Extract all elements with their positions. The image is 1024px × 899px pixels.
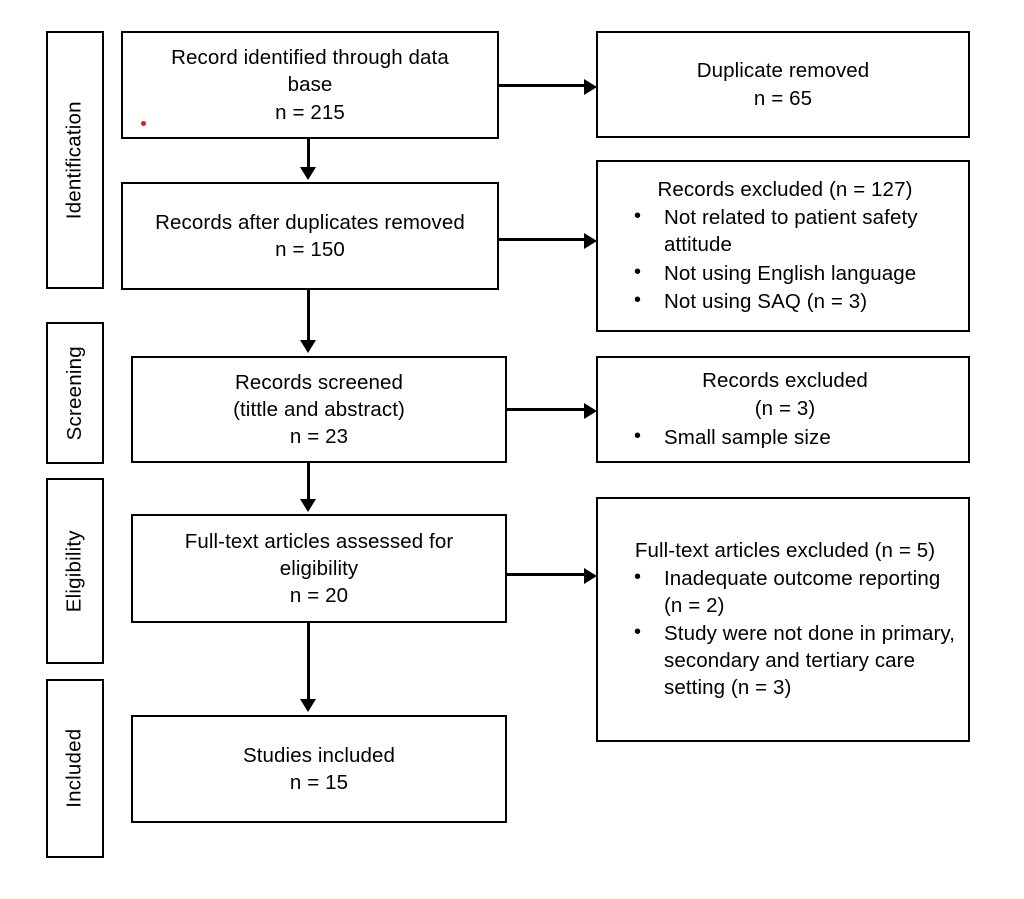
box-records-excluded-identification-list: Not related to patient safety attitude N… (612, 203, 958, 315)
stage-box-included: Included (46, 679, 104, 858)
connector-identified-to-duplicate-box-line (499, 84, 587, 87)
box-records-after-duplicates: Records after duplicates removed n = 150 (121, 182, 499, 290)
stage-label-included: Included (62, 728, 86, 809)
connector-screened-to-full-text-arrow (300, 499, 316, 512)
box-records-excluded-screening: Records excluded (n = 3) Small sample si… (596, 356, 970, 463)
box-records-after-duplicates-line-1: Records after duplicates removed (155, 210, 465, 234)
box-full-text-excluded-heading: Full-text articles excluded (n = 5) (634, 538, 936, 562)
box-full-text-excluded: Full-text articles excluded (n = 5) Inad… (596, 497, 970, 742)
connector-full-text-to-included-line (307, 623, 310, 701)
box-full-text-excluded-list: Inadequate outcome reporting (n = 2) Stu… (612, 564, 958, 702)
stage-box-eligibility: Eligibility (46, 478, 104, 664)
connector-after-duplicates-to-screened-line (307, 290, 310, 342)
box-full-text-assessed: Full-text articles assessed for eligibil… (131, 514, 507, 623)
list-item: Small sample size (634, 423, 958, 451)
list-item: Not using English language (634, 259, 958, 287)
box-records-excluded-identification: Records excluded (n = 127) Not related t… (596, 160, 970, 332)
box-full-text-assessed-line-1: Full-text articles assessed for (184, 529, 454, 553)
stage-label-identification: Identification (62, 101, 86, 219)
box-records-identified-line-1: Record identified through data (171, 46, 449, 70)
list-item: Not using SAQ (n = 3) (634, 287, 958, 315)
list-item: Study were not done in primary, secondar… (634, 619, 958, 701)
connector-screened-to-excluded-line (507, 408, 587, 411)
box-full-text-assessed-line-2: eligibility (279, 556, 359, 580)
box-duplicates-removed-line-1: Duplicate removed (696, 59, 870, 83)
stage-label-eligibility: Eligibility (62, 530, 86, 612)
box-records-screened-line-1: Records screened (235, 370, 403, 394)
stage-box-screening: Screening (46, 322, 104, 464)
box-records-identified-line-2: base (287, 73, 333, 97)
red-dot-marker (141, 121, 146, 126)
stage-box-identification: Identification (46, 31, 104, 289)
box-duplicates-removed: Duplicate removed n = 65 (596, 31, 970, 138)
connector-full-text-to-included-arrow (300, 699, 316, 712)
connector-full-text-to-excluded-arrow (584, 567, 597, 584)
connector-after-duplicates-to-screened-arrow (300, 340, 316, 353)
box-records-screened-line-3: n = 23 (289, 425, 349, 449)
stage-label-screening: Screening (62, 345, 86, 441)
box-records-identified-line-3: n = 215 (275, 100, 345, 124)
connector-screened-to-excluded-arrow (584, 402, 597, 419)
box-records-screened: Records screened (tittle and abstract) n… (131, 356, 507, 463)
box-records-after-duplicates-line-2: n = 150 (275, 238, 345, 261)
connector-identified-to-duplicates-removed-line (307, 139, 310, 169)
list-item: Inadequate outcome reporting (n = 2) (634, 564, 958, 619)
box-records-excluded-identification-heading: Records excluded (n = 127) (657, 178, 913, 202)
box-records-excluded-screening-list: Small sample size (612, 423, 958, 452)
connector-screened-to-full-text-line (307, 463, 310, 501)
box-records-identified: Record identified through data base n = … (121, 31, 499, 139)
connector-identified-to-duplicate-box-arrow (584, 78, 597, 95)
box-studies-included: Studies included n = 15 (131, 715, 507, 823)
connector-identified-to-duplicates-removed-arrow (300, 167, 316, 180)
box-records-excluded-screening-line-1: Records excluded (702, 369, 868, 393)
connector-after-duplicates-to-excluded-arrow (584, 232, 597, 249)
box-studies-included-line-1: Studies included (242, 743, 396, 767)
box-records-excluded-screening-line-2: (n = 3) (754, 397, 816, 421)
list-item: Not related to patient safety attitude (634, 203, 958, 258)
connector-after-duplicates-to-excluded-line (499, 238, 587, 241)
box-studies-included-line-2: n = 15 (289, 771, 349, 794)
box-records-screened-line-2: (tittle and abstract) (233, 397, 405, 421)
box-full-text-assessed-line-3: n = 20 (289, 584, 349, 608)
connector-full-text-to-excluded-line (507, 573, 587, 576)
box-duplicates-removed-line-2: n = 65 (753, 86, 813, 110)
